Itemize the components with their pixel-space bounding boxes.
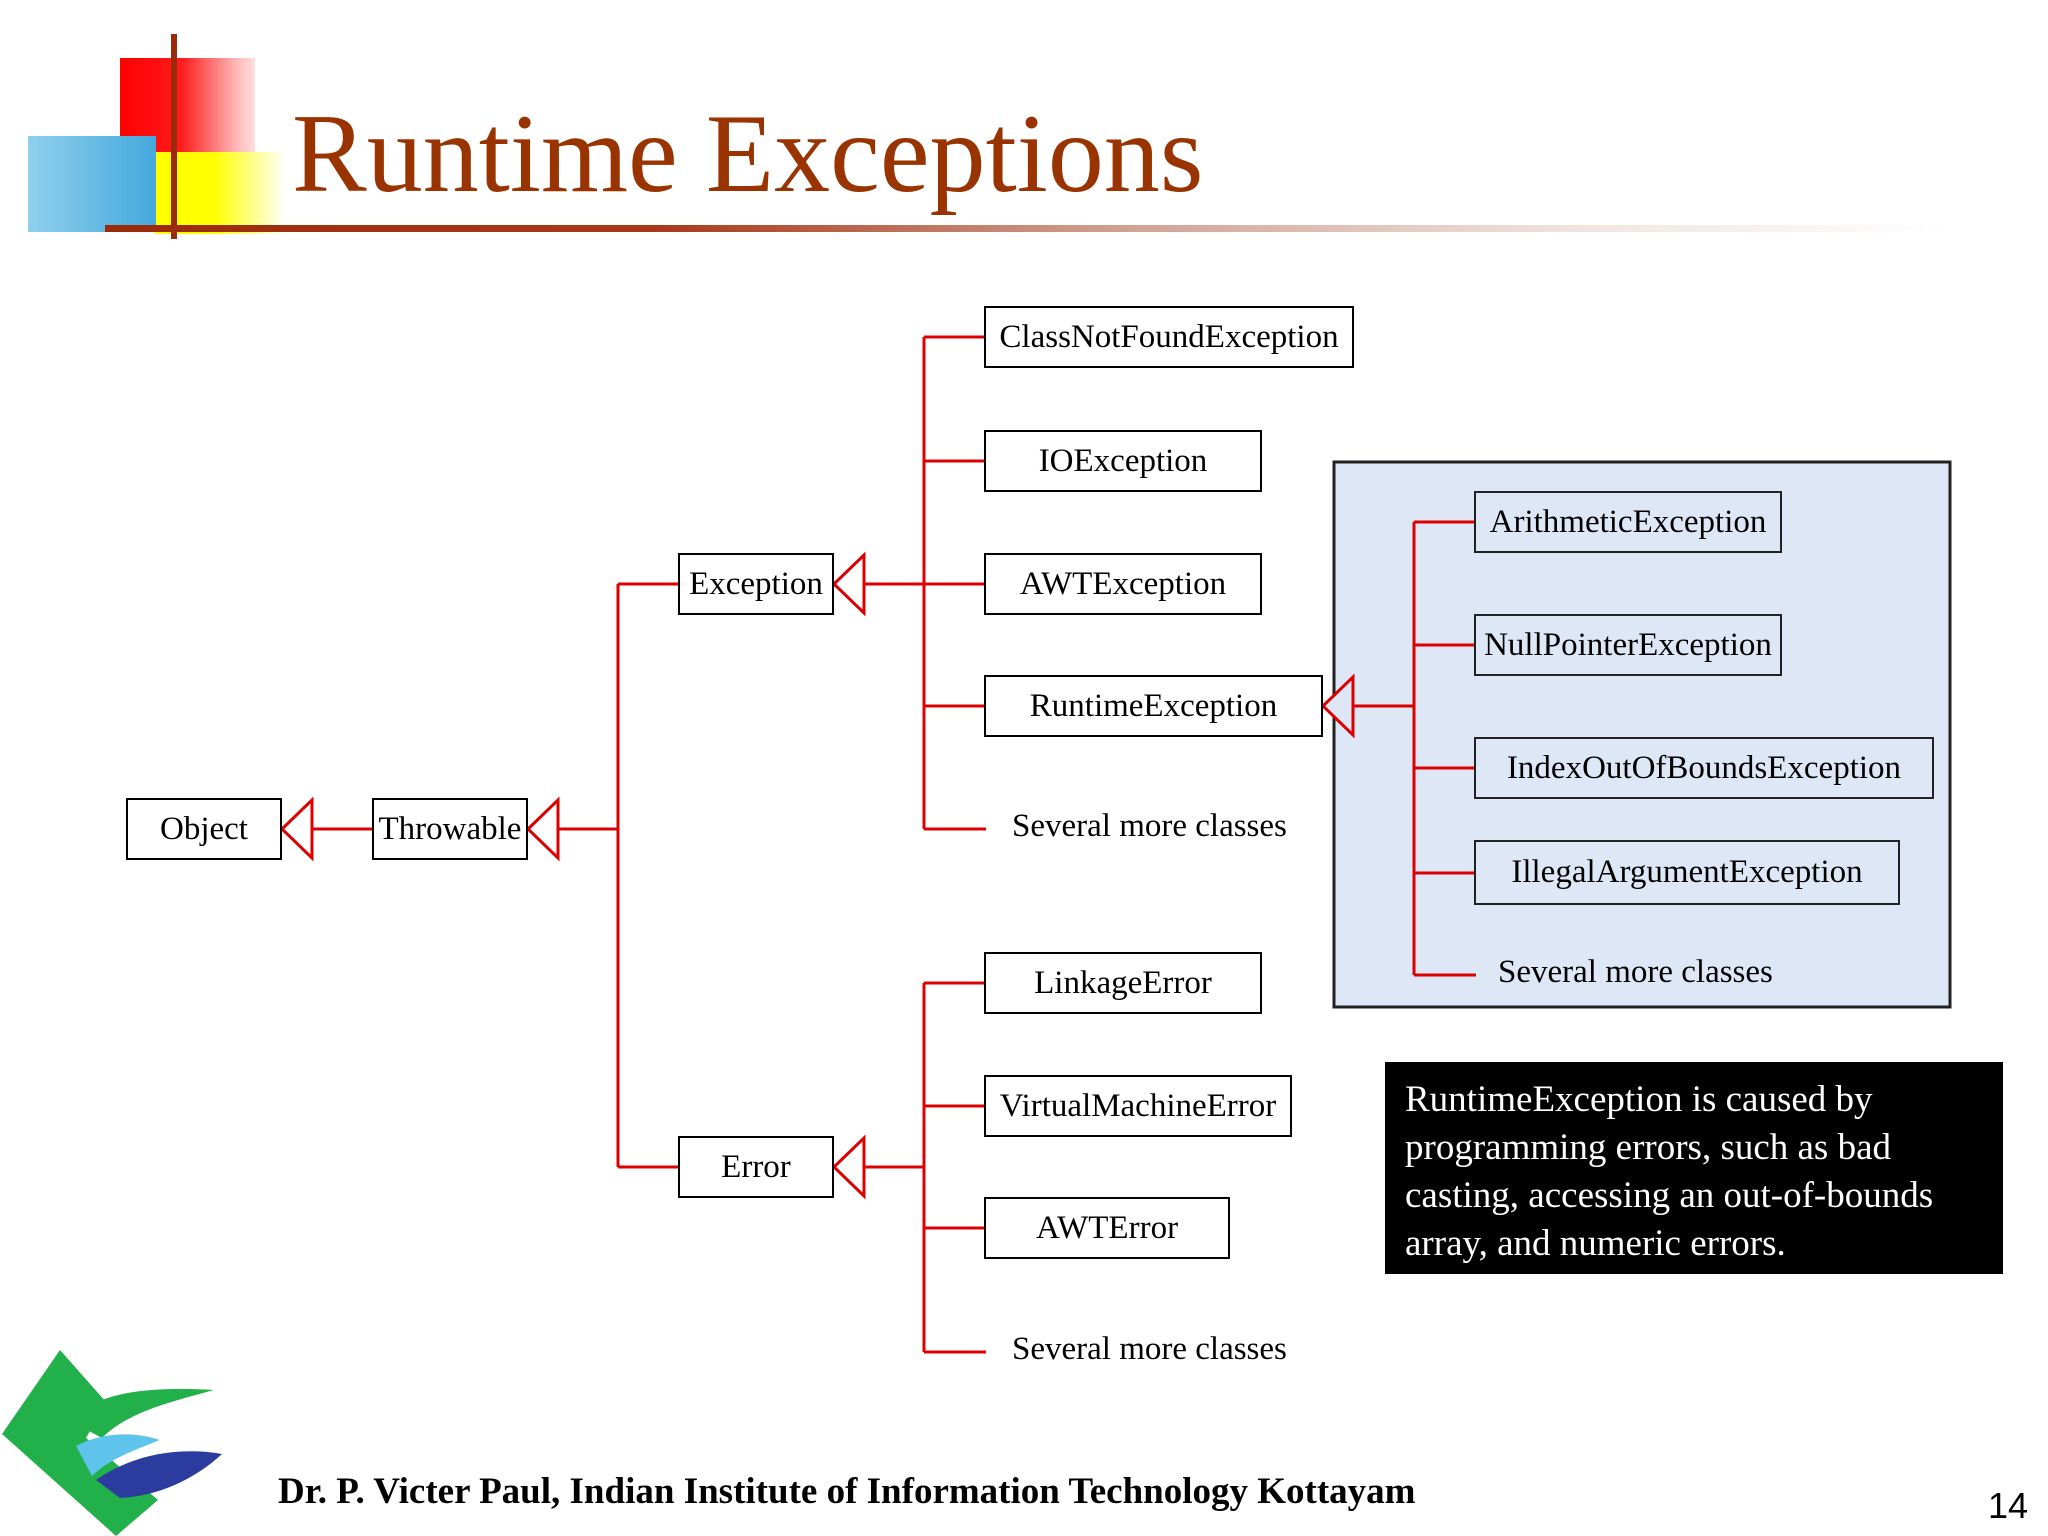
slide-title: Runtime Exceptions bbox=[292, 92, 1204, 216]
class-object: Object bbox=[126, 798, 282, 860]
arrowhead-object bbox=[279, 796, 314, 862]
error-more-classes: Several more classes bbox=[1012, 1331, 1287, 1367]
title-underline bbox=[105, 225, 1945, 232]
class-throwable: Throwable bbox=[372, 798, 528, 860]
footer-credit: Dr. P. Victer Paul, Indian Institute of … bbox=[278, 1471, 1416, 1512]
class-ioexception: IOException bbox=[984, 430, 1262, 492]
class-awterror: AWTError bbox=[984, 1197, 1230, 1259]
title-decoration-vertical-line bbox=[171, 34, 177, 239]
class-error: Error bbox=[678, 1136, 834, 1198]
class-illegalargumentexception: IllegalArgumentException bbox=[1474, 840, 1900, 905]
class-exception: Exception bbox=[678, 553, 834, 615]
class-classnotfoundexception: ClassNotFoundException bbox=[984, 306, 1354, 368]
class-linkageerror: LinkageError bbox=[984, 952, 1262, 1014]
class-runtimeexception: RuntimeException bbox=[984, 675, 1323, 737]
arrowhead-exception bbox=[831, 551, 866, 617]
class-arithmeticexception: ArithmeticException bbox=[1474, 491, 1782, 553]
institute-logo bbox=[2, 1350, 222, 1536]
title-decoration-blue-square bbox=[28, 136, 156, 232]
arrowhead-error bbox=[831, 1134, 866, 1200]
runtime-exception-note: RuntimeException is caused by programmin… bbox=[1385, 1062, 2003, 1274]
runtime-more-classes: Several more classes bbox=[1498, 954, 1773, 990]
slide-number: 14 bbox=[1988, 1485, 2029, 1526]
class-nullpointerexception: NullPointerException bbox=[1474, 614, 1782, 676]
class-indexoutofboundsexception: IndexOutOfBoundsException bbox=[1474, 737, 1934, 799]
arrowhead-throwable bbox=[525, 796, 560, 862]
exception-more-classes: Several more classes bbox=[1012, 808, 1287, 844]
class-virtualmachineerror: VirtualMachineError bbox=[984, 1075, 1292, 1137]
class-awtexception: AWTException bbox=[984, 553, 1262, 615]
